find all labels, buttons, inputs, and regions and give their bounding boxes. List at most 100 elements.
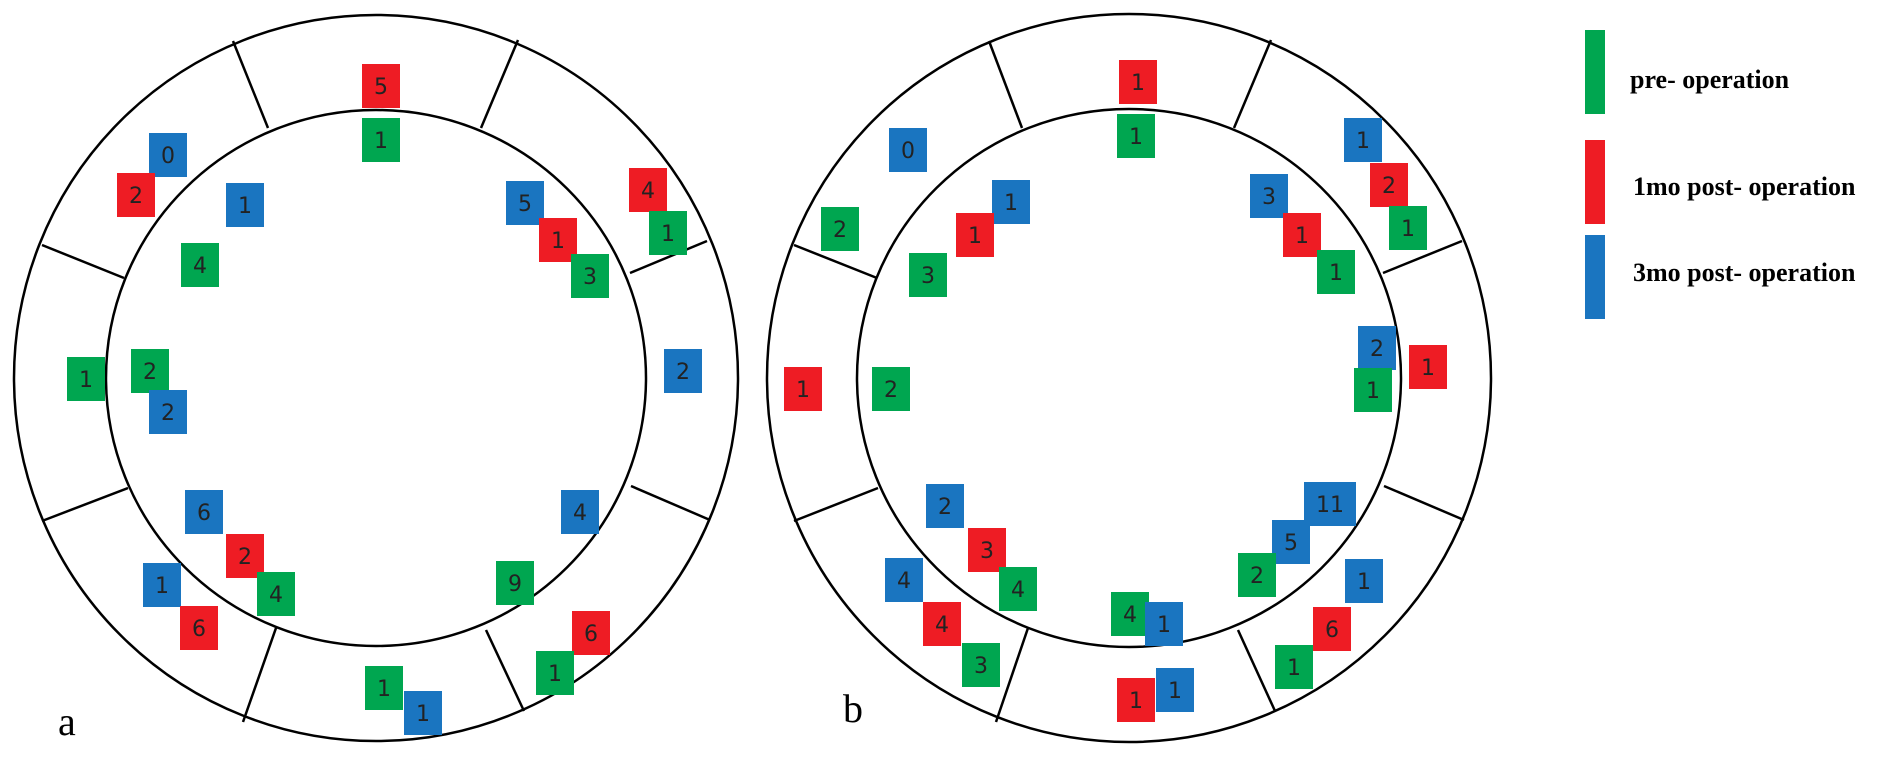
count-badge-mo3: 1 [1145,602,1183,646]
badge-value: 1 [548,662,562,687]
badge-value: 3 [921,264,935,289]
count-badge-pre: 1 [1117,114,1155,158]
panel-b-inner-ring [855,107,1403,649]
badge-box [1409,345,1447,389]
badge-value: 2 [1382,174,1396,199]
badge-value: 1 [1004,191,1018,216]
badge-box [1389,206,1427,250]
badge-value: 4 [573,501,587,526]
badge-box [1111,592,1149,636]
badge-value: 5 [518,192,532,217]
badge-value: 4 [641,179,655,204]
panel-b-divider [994,627,1030,723]
legend-swatch [1585,30,1605,114]
count-badge-pre: 3 [962,643,1000,687]
panel-a-inner-ring [104,108,648,648]
badge-value: 1 [416,702,430,727]
count-badge-mo1: 1 [784,367,822,411]
badge-value: 0 [161,144,175,169]
count-badge-pre: 2 [872,367,910,411]
badge-value: 4 [269,583,283,608]
count-badge-pre: 4 [999,567,1037,611]
badge-value: 1 [1168,679,1182,704]
badge-box [362,118,400,162]
count-badge-mo1: 1 [1283,213,1321,257]
badge-box [1250,174,1288,218]
badge-box [821,207,859,251]
badge-box [956,213,994,257]
count-badge-pre: 2 [1238,553,1276,597]
badge-box [968,528,1006,572]
badge-box [885,558,923,602]
badge-box [539,218,577,262]
badge-value: 1 [374,129,388,154]
count-badge-mo1: 1 [1409,345,1447,389]
badge-value: 6 [1325,618,1339,643]
badge-value: 0 [901,139,915,164]
panel-b-divider [793,243,878,280]
count-badge-pre: 1 [365,666,403,710]
badge-box [536,651,574,695]
badge-value: 2 [238,545,252,570]
badge-value: 2 [833,218,847,243]
badge-value: 1 [1295,224,1309,249]
count-badge-mo3: 5 [506,181,544,225]
legend-entry-mo1: 1mo post- operation [1585,140,1856,224]
badge-value: 2 [884,378,898,403]
count-badge-pre: 1 [1354,368,1392,412]
badge-value: 4 [1011,578,1025,603]
badge-box [561,490,599,534]
badge-box [1317,250,1355,294]
badge-value: 2 [143,360,157,385]
badge-box [923,602,961,646]
count-badge-pre: 1 [1275,645,1313,689]
badge-value: 1 [968,224,982,249]
badge-box [1238,553,1276,597]
badge-box [131,349,169,393]
badge-box [1358,326,1396,370]
panel-b-divider [1236,629,1277,712]
badge-value: 4 [897,569,911,594]
badge-value: 5 [1284,531,1298,556]
count-badge-pre: 2 [131,349,169,393]
badge-value: 1 [377,677,391,702]
count-badge-mo1: 6 [1313,607,1351,651]
badge-box [404,691,442,735]
count-badge-mo1: 3 [968,528,1006,572]
badge-box [149,390,187,434]
panel-label-a: a [58,699,76,744]
badge-value: 1 [1129,689,1143,714]
badge-value: 6 [197,501,211,526]
badge-value: 1 [551,229,565,254]
badge-box [1283,213,1321,257]
badge-value: 2 [676,360,690,385]
count-badge-pre: 1 [649,211,687,255]
panel-b-divider [1232,39,1273,129]
panel-a-divider [629,239,708,275]
badge-box [1119,60,1157,104]
badge-box [1117,114,1155,158]
count-badge-mo1: 4 [923,602,961,646]
count-badge-pre: 1 [1317,250,1355,294]
count-badge-mo3: 4 [561,490,599,534]
badge-box [181,243,219,287]
badge-box [143,563,181,607]
badge-value: 5 [374,75,388,100]
count-badge-mo1: 6 [572,611,610,655]
badge-box [1272,520,1310,564]
badge-box [889,128,927,172]
badge-value: 4 [193,254,207,279]
badge-box [572,611,610,655]
badge-value: 3 [1262,185,1276,210]
count-badge-mo3: 2 [926,484,964,528]
count-badge-pre: 4 [257,572,295,616]
legend-swatch [1585,235,1605,319]
badge-box [999,567,1037,611]
count-badge-pre: 4 [1111,592,1149,636]
badge-box [117,173,155,217]
badge-value: 1 [1287,656,1301,681]
count-badge-mo3: 1 [1344,118,1382,162]
count-badge-mo1: 1 [539,218,577,262]
badge-box [149,133,187,177]
badge-value: 2 [1250,564,1264,589]
